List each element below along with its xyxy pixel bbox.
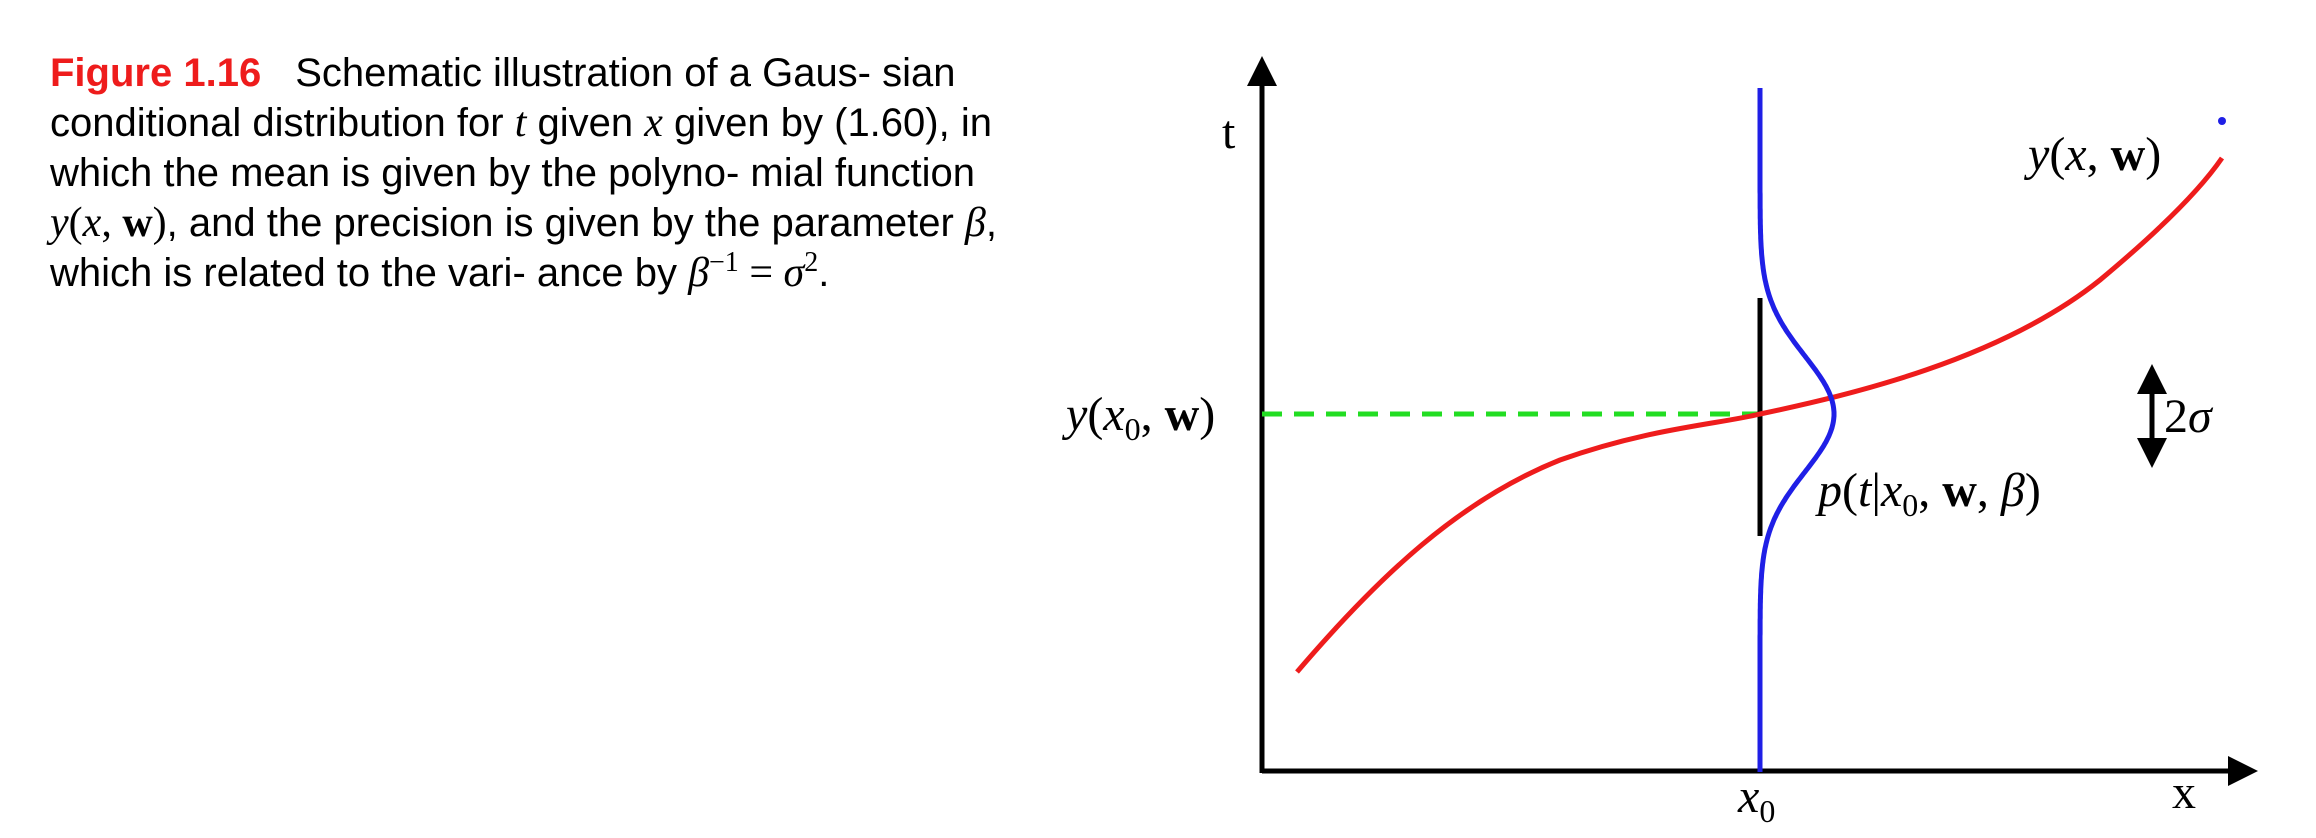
math-x: x: [644, 100, 663, 146]
caption-text: , which is related to the vari- ance by: [50, 201, 997, 295]
gaussian-distribution: [1757, 88, 1837, 772]
curve-label-y-of-x-w: y(x, w): [2023, 128, 2161, 181]
figure-number: Figure 1.16: [50, 51, 262, 95]
caption-text: Schematic illustration of a Gaus- sian c…: [50, 51, 956, 145]
x0-label: x0: [1737, 770, 1775, 829]
math-beta-inverse-equals-sigma-squared: β−1 = σ2: [688, 247, 819, 297]
mean-label-y-of-x0-w: y(x0, w): [1061, 388, 1215, 447]
polynomial-curve: [1295, 156, 2225, 674]
distribution-label: p(t|x0, w, β): [1815, 464, 2041, 523]
caption-text: , and the precision is given by the para…: [166, 201, 965, 245]
data-point-dot: [2218, 117, 2226, 125]
math-t: t: [514, 100, 527, 146]
math-beta: β: [964, 200, 986, 246]
caption-text: .: [818, 251, 830, 295]
t-axis-label: t: [1222, 106, 1236, 159]
caption-text: given: [526, 101, 645, 145]
math-y-of-x-w: y(x, w): [50, 200, 167, 246]
x-axis-label: x: [2172, 766, 2196, 819]
caption-text: given by (1.60), in which the mean is gi…: [50, 101, 992, 195]
two-sigma-label: 2σ: [2164, 390, 2214, 443]
